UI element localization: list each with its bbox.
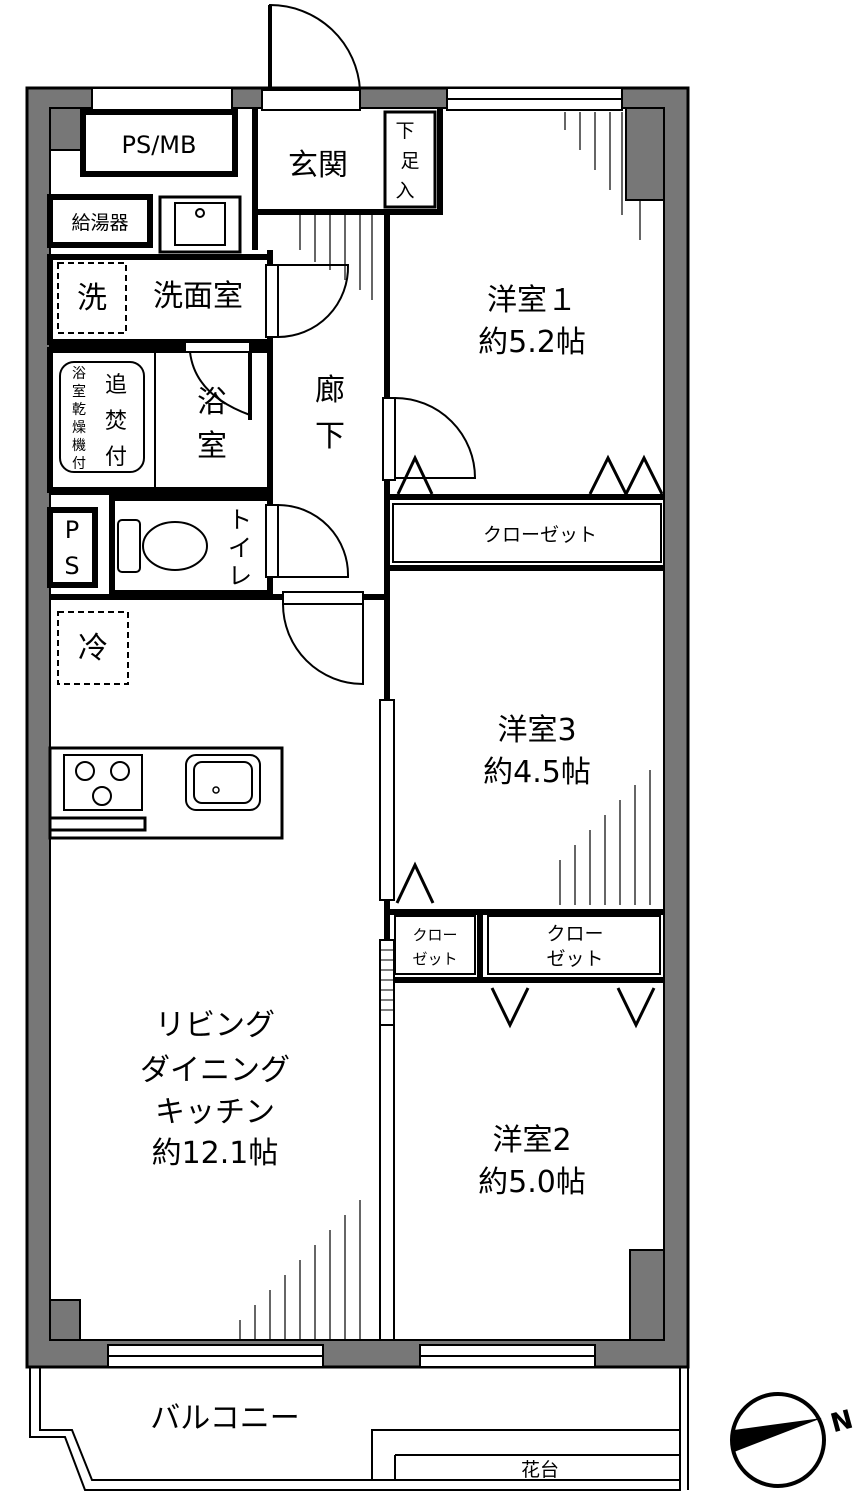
western1-name: 洋室１ [487, 283, 577, 318]
balcony-outline [29, 1367, 689, 1491]
western3-name: 洋室3 [497, 713, 576, 748]
toilet-c3: レ [228, 562, 252, 590]
compass-circle [730, 1392, 826, 1488]
bath-dryer-c6: 付 [72, 456, 86, 472]
reheat-c2: 焚 [105, 409, 127, 434]
western2-size: 約5.0帖 [478, 1165, 586, 1200]
balcony-label: バルコニー [150, 1401, 299, 1436]
bath-dryer-c5: 機 [72, 438, 86, 454]
reheat-c1: 追 [105, 373, 127, 398]
ldk-light [239, 1200, 361, 1340]
western3-size: 約4.5帖 [483, 755, 591, 790]
ps-label-1: P [65, 516, 79, 544]
ldk-line3: キッチン [155, 1095, 275, 1130]
western3-door-mark [395, 861, 435, 904]
corridor-label-2: 下 [315, 419, 345, 454]
wash-basin [158, 195, 242, 254]
toilet-tank [117, 519, 141, 573]
closet1-label: クローゼット [483, 524, 597, 546]
fridge-space [57, 611, 129, 685]
reheat-c3: 付 [105, 445, 127, 470]
ldk-line2: ダイニング [140, 1053, 290, 1088]
ps-mb-label: PS/MB [122, 131, 197, 159]
bath-label-1: 浴 [197, 385, 227, 420]
ps-mb-box [80, 109, 238, 177]
sliding-door-hatch [381, 949, 393, 1011]
flower-bed-label: 花台 [521, 1459, 559, 1481]
ldk-line1: リビング [155, 1008, 275, 1043]
kitchen-sink [185, 754, 261, 811]
entrance-door-frame [261, 89, 361, 111]
water-heater-label: 給湯器 [71, 212, 128, 234]
entrance-hatching [299, 215, 373, 300]
washroom-label: 洗面室 [153, 279, 243, 314]
closet3-line2: ゼット [546, 948, 603, 970]
western3-light [559, 770, 651, 905]
ps-label-2: S [64, 552, 79, 580]
entrance-door-swing [269, 3, 361, 91]
shoe-closet [383, 110, 437, 209]
toilet-bowl [142, 521, 208, 571]
shoe-closet-c1: 下 [395, 120, 414, 142]
corridor-doors [265, 264, 477, 686]
western1-size: 約5.2帖 [478, 325, 586, 360]
compass-north-label: N [828, 1405, 857, 1440]
entrance-label: 玄関 [288, 148, 348, 183]
toilet-c1: ト [228, 506, 252, 534]
stove-burners [75, 761, 130, 806]
toilet-c2: イ [228, 534, 252, 562]
ldk-size: 約12.1帖 [152, 1136, 279, 1171]
closet3-line1: クロー [546, 923, 603, 945]
closet2-line1: クロー [412, 926, 457, 944]
closet3-doors [490, 987, 656, 1029]
compass-arrow-icon [734, 1418, 822, 1452]
closet3-box [487, 915, 661, 975]
windows [91, 87, 623, 1368]
closet1-box [392, 503, 662, 563]
western1-light [564, 112, 641, 240]
shoe-closet-c3: 入 [395, 180, 414, 202]
bath-dryer-c3: 乾 [72, 402, 86, 418]
bath-dryer-c4: 燥 [72, 420, 86, 436]
bath-dryer-c2: 室 [72, 383, 86, 400]
fridge-label: 冷 [78, 631, 108, 666]
sliding-doors [379, 699, 395, 1341]
washer-label: 洗 [77, 281, 107, 316]
ps-box [47, 507, 98, 588]
water-heater-box [47, 194, 153, 248]
western2-name: 洋室2 [492, 1123, 571, 1158]
compass: N [730, 1392, 857, 1488]
shoe-closet-c2: 足 [400, 150, 419, 172]
closet1-doors [396, 454, 664, 498]
washer-space [57, 262, 127, 334]
bath-label-2: 室 [197, 429, 227, 464]
closet2-line2: ゼット [412, 950, 457, 968]
closet2-box [394, 915, 476, 975]
bath-dryer-box [59, 361, 145, 473]
bath-dryer-c1: 浴 [72, 366, 86, 382]
corridor-label-1: 廊 [315, 373, 345, 408]
stove [63, 754, 143, 811]
